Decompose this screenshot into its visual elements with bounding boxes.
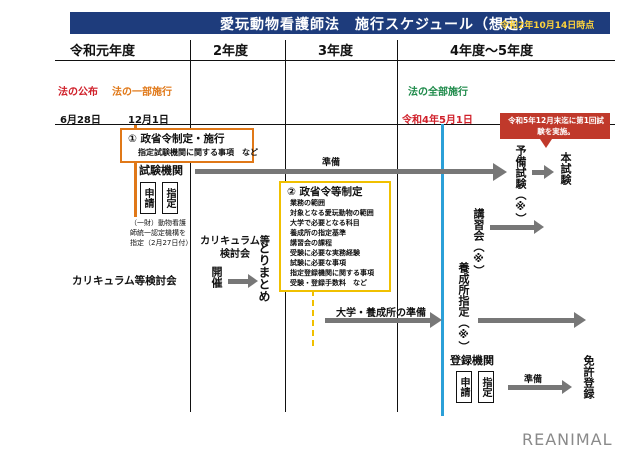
school-designation-arrowhead: [574, 312, 586, 328]
school-prep-arrow: [325, 318, 432, 323]
registration-prep-arrow: [508, 385, 564, 390]
curriculum-summary: とりまとめ: [257, 242, 271, 302]
registration-designate-box: 指定: [478, 371, 494, 403]
ordinance1-title: ① 政省令制定・施行: [128, 133, 225, 145]
ordinance2-items: 業務の範囲 対象となる愛玩動物の範囲 大学で必要となる科目 養成所の指定基準 講…: [290, 198, 374, 288]
year-row-divider: [55, 60, 615, 61]
curriculum-committee: カリキュラム等検討会: [200, 236, 270, 260]
exam-to-main-arrowhead: [544, 165, 554, 179]
registration-prep-label: 準備: [524, 375, 543, 385]
column-divider-3: [397, 40, 398, 412]
registration-agency-label: 登録機関: [450, 354, 494, 367]
year-2: 2年度: [213, 44, 249, 59]
curriculum-held: 開催: [210, 266, 223, 288]
school-designation: 養成所指定（※）: [457, 262, 470, 352]
curriculum-committee-start: カリキュラム等検討会: [72, 275, 177, 287]
exam-prep-arrowhead: [493, 163, 507, 181]
exam-designate-box: 指定: [162, 182, 178, 214]
date-row-divider: [55, 124, 615, 125]
school-prep-arrowhead: [430, 312, 442, 328]
year-4-5: 4年度〜5年度: [450, 44, 534, 59]
full-enforcement-line: [441, 124, 444, 416]
ordinance2-title: ② 政省令等制定: [287, 186, 363, 198]
registration-prep-arrowhead: [562, 380, 572, 394]
ordinance2-item: 受験に必要な実務経験: [290, 249, 360, 257]
preliminary-exam: 予備試験（※）: [514, 145, 527, 224]
year-3: 3年度: [318, 44, 354, 59]
ordinance1-box: ① 政省令制定・施行 指定試験機関に関する事項 など: [120, 128, 258, 163]
school-prep-label: 大学・養成所の準備: [336, 308, 426, 319]
full-enforcement-label: 法の全部施行: [408, 87, 468, 98]
training-course: 講習会（※）: [472, 208, 485, 276]
exam-agency-note: （一財）動物看護師統一認定機構を指定（2月27日付）: [130, 219, 193, 247]
header-bar: 愛玩動物看護師法 施行スケジュール（想定） 令和2年10月14日時点: [70, 12, 610, 34]
ordinance2-item: 試験に必要な事項: [290, 259, 346, 267]
exam-agency-label: 試験機関: [139, 164, 183, 177]
year-reiwa1: 令和元年度: [70, 44, 136, 59]
school-designation-arrow: [478, 318, 576, 323]
ordinance2-guide-line: [312, 290, 314, 346]
exam-callout-text: 令和5年12月末迄に第1回試験を実施。: [508, 116, 604, 136]
ordinance2-item: 対象となる愛玩動物の範囲: [290, 209, 374, 217]
license-registration: 免許登録: [582, 355, 595, 399]
ordinance2-item: 業務の範囲: [290, 199, 325, 207]
partial-enforcement-line: [134, 125, 137, 217]
training-course-arrowhead: [534, 220, 544, 234]
ordinance2-box: ② 政省令等制定 業務の範囲 対象となる愛玩動物の範囲 大学で必要となる科目 養…: [279, 181, 391, 292]
exam-callout: 令和5年12月末迄に第1回試験を実施。: [500, 113, 610, 139]
ordinance2-item: 講習会の課程: [290, 239, 332, 247]
exam-apply-box: 申請: [140, 182, 156, 214]
ordinance2-item: 大学で必要となる科目: [290, 219, 360, 227]
ordinance1-items: 指定試験機関に関する事項 など: [138, 148, 258, 157]
ordinance2-item: 指定登録機関に関する事項: [290, 269, 374, 277]
ordinance2-item: 受験・登録手数料 など: [290, 279, 367, 287]
exam-prep-arrow: [195, 169, 495, 174]
training-course-arrow: [490, 225, 536, 230]
page-title: 愛玩動物看護師法 施行スケジュール（想定）: [220, 17, 535, 33]
ordinance2-item: 養成所の指定基準: [290, 229, 346, 237]
partial-enforcement-label: 法の一部施行: [112, 87, 172, 98]
column-divider-1: [190, 40, 191, 412]
main-exam: 本試験: [559, 152, 572, 185]
watermark-logo: REANIMAL: [522, 430, 613, 449]
exam-to-main-arrow: [532, 170, 546, 175]
registration-apply-box: 申請: [456, 371, 472, 403]
full-enforcement-date: 令和4年5月1日: [402, 115, 473, 126]
exam-prep-label: 準備: [322, 158, 341, 168]
promulgation-date: 6月28日: [60, 115, 101, 126]
exam-callout-pointer: [540, 139, 552, 148]
curriculum-arrowhead: [248, 274, 258, 288]
curriculum-arrow: [228, 279, 250, 284]
date-note: 令和2年10月14日時点: [500, 21, 595, 31]
partial-enforcement-date: 12月1日: [128, 115, 169, 126]
promulgation-label: 法の公布: [58, 87, 98, 98]
